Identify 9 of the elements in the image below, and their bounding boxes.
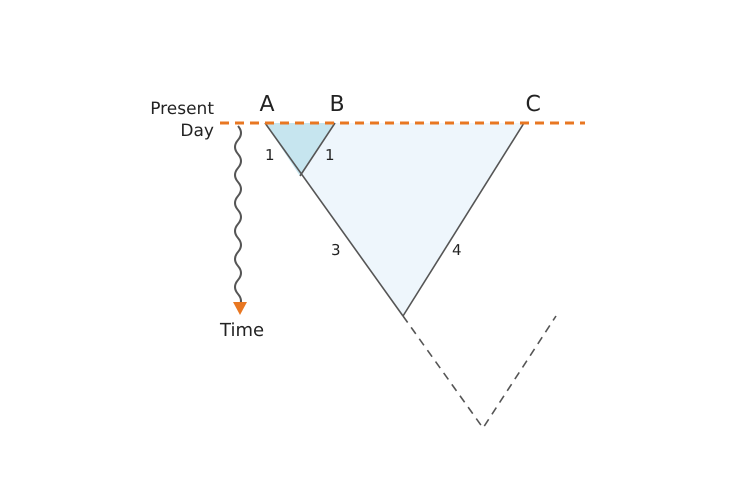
branch-length-label: 3 [331, 241, 341, 259]
branch-length-label: 1 [325, 146, 335, 164]
branch-length-label: 4 [452, 241, 462, 259]
axis-label: Present Day [149, 98, 214, 142]
taxon-label: B [330, 92, 345, 117]
taxon-label: A [260, 92, 275, 117]
branch-length-label: 1 [265, 146, 275, 164]
taxon-label: C [526, 92, 541, 117]
axis-label: Time [220, 320, 264, 341]
